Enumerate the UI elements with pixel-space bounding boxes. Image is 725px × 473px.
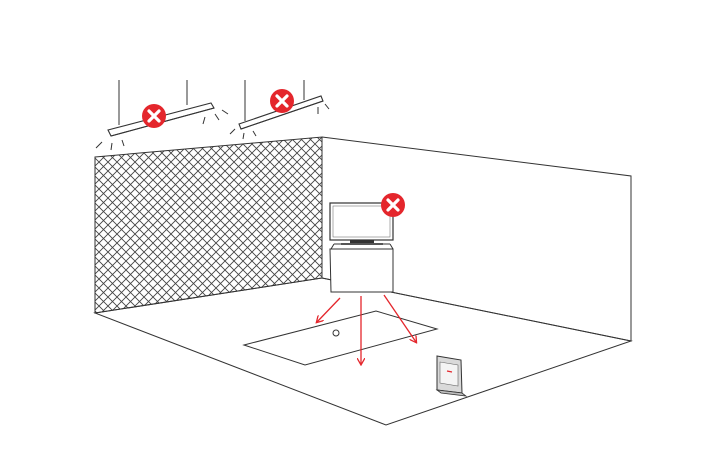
mesh-back-wall bbox=[95, 137, 322, 313]
floor-rug bbox=[244, 311, 437, 365]
signal-arrows bbox=[317, 295, 416, 364]
x-circle-icon bbox=[142, 104, 166, 128]
rug-center-marker bbox=[333, 330, 339, 336]
tv-stand bbox=[330, 244, 393, 292]
x-circle-icon bbox=[270, 89, 294, 113]
arrow-right bbox=[384, 295, 416, 342]
x-circle-icon bbox=[381, 193, 405, 217]
floor-device bbox=[437, 356, 466, 396]
arrow-left bbox=[317, 298, 340, 322]
